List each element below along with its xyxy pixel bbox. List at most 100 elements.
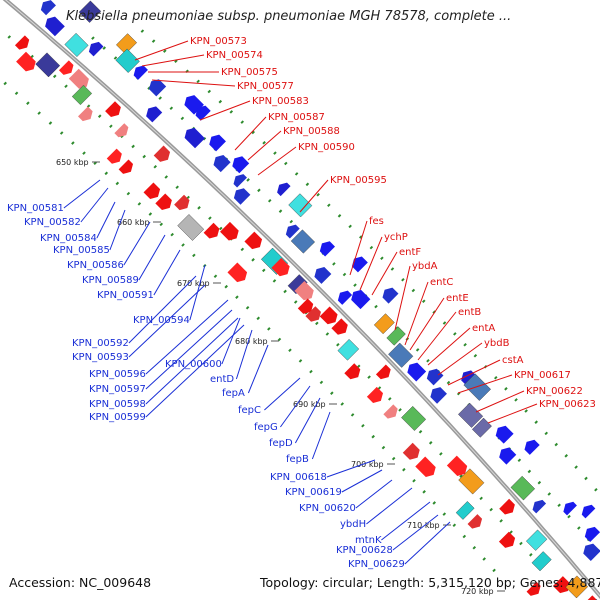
- gene-label-minus[interactable]: KPN_00584: [40, 233, 97, 244]
- guide-dot: [3, 81, 7, 86]
- guide-dot: [262, 268, 266, 273]
- gene-label-plus[interactable]: ybdB: [484, 338, 510, 349]
- gene-label-minus[interactable]: KPN_00629: [348, 559, 405, 570]
- gene-feature: [426, 368, 444, 386]
- gene-feature: [290, 229, 315, 254]
- gene-feature: [233, 174, 247, 188]
- gene-label-minus[interactable]: KPN_00594: [133, 315, 190, 326]
- guide-dot: [294, 172, 299, 176]
- gene-label-minus[interactable]: KPN_00586: [67, 260, 124, 271]
- gene-label-plus[interactable]: KPN_00573: [190, 36, 247, 47]
- gene-label-plus[interactable]: ybdA: [412, 261, 438, 272]
- guide-dot: [359, 235, 363, 239]
- guide-dot: [479, 496, 483, 501]
- gene-feature: [471, 417, 492, 438]
- guide-dot: [412, 478, 416, 483]
- gene-label-minus[interactable]: KPN_00599: [89, 412, 146, 423]
- gene-label-minus[interactable]: fepB: [286, 454, 309, 465]
- guide-dot: [257, 188, 261, 193]
- gene-label-minus[interactable]: KPN_00593: [72, 352, 129, 363]
- label-leader-line: [128, 275, 197, 344]
- gene-feature: [305, 306, 321, 322]
- gene-feature: [402, 442, 420, 460]
- gene-label-plus[interactable]: KPN_00590: [298, 142, 355, 153]
- gene-feature: [373, 313, 395, 335]
- gene-feature: [407, 362, 427, 382]
- gene-label-minus[interactable]: KPN_00591: [97, 290, 154, 301]
- gene-label-minus[interactable]: KPN_00582: [24, 217, 81, 228]
- gene-label-plus[interactable]: KPN_00622: [526, 386, 583, 397]
- guide-dot: [151, 39, 156, 43]
- guide-dot: [163, 49, 167, 53]
- guide-dot: [207, 89, 212, 94]
- gene-label-plus[interactable]: entE: [446, 293, 469, 304]
- label-leader-line: [404, 281, 429, 346]
- gene-label-minus[interactable]: fepD: [269, 438, 293, 449]
- guide-dot: [426, 358, 430, 363]
- gene-label-minus[interactable]: KPN_00597: [89, 384, 146, 395]
- guide-dot: [391, 456, 396, 461]
- label-leader-line: [145, 309, 233, 390]
- gene-feature: [525, 529, 548, 551]
- gene-feature: [71, 84, 93, 106]
- gene-label-plus[interactable]: KPN_00575: [221, 67, 278, 78]
- gene-label-plus[interactable]: KPN_00577: [237, 81, 294, 92]
- gene-label-minus[interactable]: KPN_00600: [165, 359, 222, 370]
- gene-label-minus[interactable]: KPN_00598: [89, 399, 146, 410]
- gene-label-plus[interactable]: KPN_00587: [268, 112, 325, 123]
- gene-label-plus[interactable]: ychP: [384, 232, 408, 243]
- guide-dot: [567, 514, 571, 519]
- gene-label-minus[interactable]: KPN_00618: [270, 472, 327, 483]
- gene-label-plus[interactable]: entB: [458, 307, 481, 318]
- gene-label-plus[interactable]: entC: [430, 277, 453, 288]
- gene-label-minus[interactable]: fepG: [254, 422, 278, 433]
- label-leader-line: [257, 146, 297, 176]
- gene-label-minus[interactable]: entD: [210, 374, 234, 385]
- gene-label-plus[interactable]: KPN_00623: [539, 399, 596, 410]
- gene-label-minus[interactable]: KPN_00619: [285, 487, 342, 498]
- kbp-tick-label: 650 kbp: [56, 158, 89, 167]
- gene-feature: [155, 193, 172, 211]
- gene-label-plus[interactable]: fes: [369, 216, 384, 227]
- gene-label-minus[interactable]: mtnK: [355, 535, 382, 546]
- gene-label-minus[interactable]: KPN_00596: [89, 369, 146, 380]
- guide-dot: [442, 512, 447, 516]
- guide-dot: [418, 430, 423, 434]
- kbp-tick-label: 690 kbp: [293, 400, 326, 409]
- gene-label-plus[interactable]: KPN_00595: [330, 175, 387, 186]
- gene-label-minus[interactable]: KPN_00620: [299, 503, 356, 514]
- guide-dot: [104, 171, 109, 176]
- gene-label-plus[interactable]: entA: [472, 323, 495, 334]
- gene-label-plus[interactable]: KPN_00617: [514, 370, 571, 381]
- gene-feature: [64, 32, 89, 57]
- label-leader-line: [199, 100, 251, 121]
- gene-label-minus[interactable]: KPN_00585: [53, 245, 110, 256]
- guide-dot: [517, 458, 522, 462]
- guide-dot: [369, 245, 374, 250]
- gene-label-minus[interactable]: KPN_00628: [336, 545, 393, 556]
- gene-label-minus[interactable]: KPN_00592: [72, 338, 129, 349]
- gene-label-minus[interactable]: fepA: [222, 388, 245, 399]
- gene-label-minus[interactable]: KPN_00581: [7, 203, 64, 214]
- gene-label-plus[interactable]: cstA: [502, 355, 524, 366]
- guide-dot: [159, 222, 164, 227]
- label-leader-line: [138, 234, 166, 281]
- label-leader-line: [247, 130, 282, 161]
- gene-label-minus[interactable]: ybdH: [340, 519, 366, 530]
- guide-dot: [272, 279, 277, 283]
- gene-label-plus[interactable]: entF: [399, 247, 421, 258]
- guide-dot: [381, 445, 386, 450]
- gene-label-minus[interactable]: fepC: [238, 405, 261, 416]
- guide-dot: [26, 101, 30, 105]
- guide-dot: [529, 553, 533, 557]
- gene-label-plus[interactable]: KPN_00574: [206, 50, 263, 61]
- label-leader-line: [299, 179, 329, 213]
- guide-dot: [337, 214, 342, 218]
- guide-dot: [340, 402, 344, 406]
- gene-label-plus[interactable]: KPN_00583: [252, 96, 309, 107]
- gene-label-plus[interactable]: KPN_00588: [283, 126, 340, 137]
- gene-label-minus[interactable]: KPN_00589: [82, 275, 139, 286]
- guide-dot: [499, 519, 503, 523]
- guide-dot: [208, 216, 212, 220]
